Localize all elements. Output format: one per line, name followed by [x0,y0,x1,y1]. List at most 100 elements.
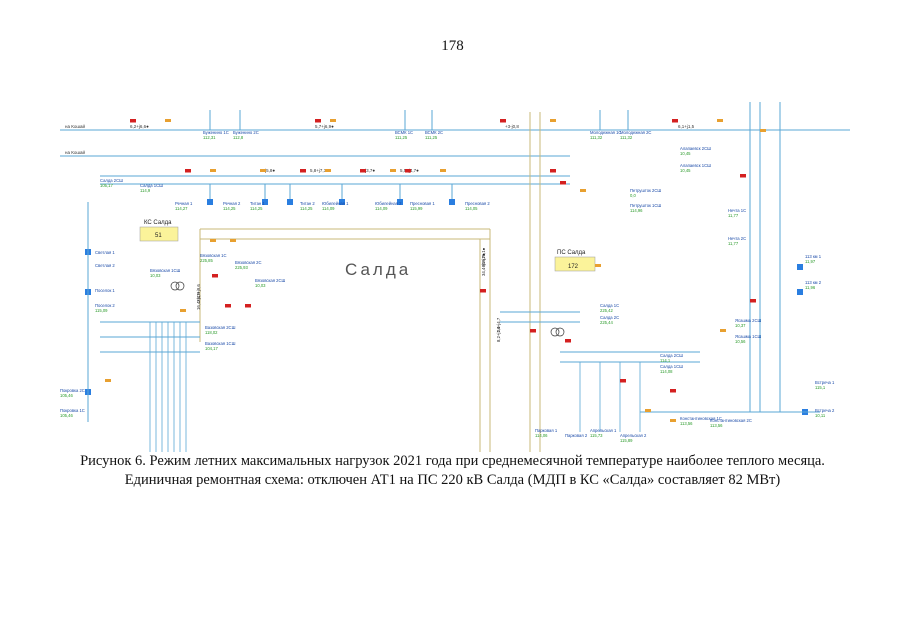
station-value-konstantinovskaya-1s: 113,56 [680,421,693,426]
transformer-icon [555,327,565,337]
station-name-buzhenino-1s: Буженино 1С [203,130,229,135]
station-value-molodezhnaya-1s: 111,32 [590,135,603,140]
station-value-salda-2sh: 105,17 [100,183,113,188]
flow-indicator-orange [210,239,216,242]
station-value-vagonnaya-1sh: 10,03 [150,273,161,278]
station-name-svetlaya-2: Светлая 2 [95,263,115,268]
station-value-pokrovka-2s: 105,46 [60,393,73,398]
station-name-pokrovka-1s: Покровка 1С [60,408,85,413]
station-name-vagonnaya-2sh: Вязовская 2СШ [255,278,286,283]
ks-salda-box [139,226,179,242]
station-value-aprelskaya-2: 115,89 [620,438,633,443]
station-name-nechta-1s: Нечта 1С [728,208,746,213]
flow-indicator-red [750,299,756,303]
flow-indicator-red [672,119,678,123]
station-value-titan-2: 114,25 [300,206,313,211]
feeder-label-2: на Кошай [65,149,85,155]
transformer-icon [170,281,180,291]
transformer-icon [175,281,185,291]
flow-indicator-orange [330,119,336,122]
flow-indicator-orange [717,119,723,122]
station-name-konstantinovskaya-2s: Константиновская 2С [710,418,752,423]
station-name-nechta-2s: Нечта 2С [728,236,746,241]
station-name-aprelskaya-1: Апрельская 1 [590,428,617,433]
station-name-pokrovka-2s: Покровка 2С [60,388,85,393]
station-name-poselok-1: Поселок 1 [95,288,115,293]
station-value-petrushtyok-1sh: 114,96 [630,208,643,213]
station-value-km113-2: 11,96 [805,285,816,290]
substation-node [287,199,293,205]
flow-indicator-orange [325,169,331,172]
flow-indicator-red [130,119,136,123]
flow-indicator-red [565,339,571,343]
station-name-salda-1sh-r: Салда 1СШ [660,364,683,369]
flow-value-7: 9+j3,7● [360,168,375,173]
flow-indicator-red [405,169,411,173]
station-value-vagonnaya-2s: 225,93 [235,265,248,270]
flow-indicator-orange [760,129,766,132]
flow-indicator-red [560,181,566,185]
flow-indicator-red [500,119,506,123]
flow-indicator-red [530,329,536,333]
flow-value-5: 8+j5,8● [260,168,275,173]
station-name-km113-2: 113 км 2 [805,280,822,285]
flow-indicator-orange [440,169,446,172]
station-value-parkovaya-1: 114,06 [535,433,548,438]
station-name-vagonnaya-1sh: Вязовская 1СШ [150,268,181,273]
station-name-parkovaya-2: Парковая 2 [565,433,588,438]
page-number: 178 [441,38,464,54]
figure-caption: Рисунок 6. Режим летних максимальных наг… [40,452,865,490]
station-value-vstrecha-2: 10,11 [815,413,826,418]
station-value-petrushtyok-2sh: 0,0 [630,193,636,198]
flow-indicator-red [185,169,191,173]
flow-value-2: 5,7+j6,9● [315,124,334,129]
station-name-presnovaya-2: Пресновая 2 [465,201,490,206]
station-value-yubileynaya-1: 114,09 [322,206,335,211]
station-value-yasashma-1sh: 10,56 [735,339,746,344]
station-name-aprelskaya-2: Апрельская 2 [620,433,647,438]
flow-value-4: 6,1+j1,5 [678,124,695,129]
station-name-parkovaya-1: Парковая 1 [535,428,558,433]
station-name-molodezhnaya-1s: Молодежная 1С [590,130,621,135]
flow-indicator-red [315,119,321,123]
flow-value-12: 34,4+j15,7● [481,253,486,276]
station-name-titan-2: Титан 2 [300,201,315,206]
station-name-buzhenino-2s: Буженино 2С [233,130,259,135]
flow-indicator-red [360,169,366,173]
feeder-label-1: на Кошай [65,123,85,129]
ks-salda-value: 51 [155,233,162,239]
station-name-yubileynaya-2: Юбилейная 2 [375,201,402,206]
station-name-km113-1: 113 км 1 [805,254,822,259]
flow-value-11: 35+j16,1● [481,247,486,267]
station-value-salda-1sh: 114,9 [140,188,151,193]
station-value-presnovaya-1: 115,99 [410,206,423,211]
station-name-vstrecha-1: Встреча 1 [815,380,835,385]
flow-indicator-orange [180,309,186,312]
flow-value-6: 5,8+j7,3● [310,168,329,173]
flow-value-3: +3-j0,8 [505,124,519,129]
station-value-konstantinovskaya-2s: 113,56 [710,423,723,428]
station-value-salda-2sh-r: 114,1 [660,358,671,363]
station-value-nechta-2s: 11,77 [728,241,739,246]
station-value-vazovskaya-1sh: 104,17 [205,346,218,351]
station-value-alapaevsk-1sh: 10,45 [680,168,691,173]
station-name-svetlaya-1: Светлая 1 [95,250,115,255]
station-value-km113-1: 11,97 [805,259,816,264]
station-name-yasashma-1sh: Ясашма 1СШ [735,334,762,339]
station-value-vazovskaya-2sh: 118,02 [205,330,218,335]
flow-indicator-orange [670,419,676,422]
flow-indicator-red [550,169,556,173]
flow-indicator-red [620,379,626,383]
station-name-vsmk-2s: ВСМК 2С [425,130,443,135]
substation-node [397,199,403,205]
substation-node [339,199,345,205]
station-value-buzhenino-2s: 112,8 [233,135,244,140]
station-value-salda-2s: 225,44 [600,320,613,325]
station-name-titan-1: Титан 1 [250,201,265,206]
flow-value-13: 24+j4,7 [496,317,501,332]
flow-indicator-orange [165,119,171,122]
substation-node [797,289,803,295]
station-name-yasashma-2sh: Ясашма 2СШ [735,318,762,323]
station-value-vsmk-2s: 111,25 [425,135,438,140]
